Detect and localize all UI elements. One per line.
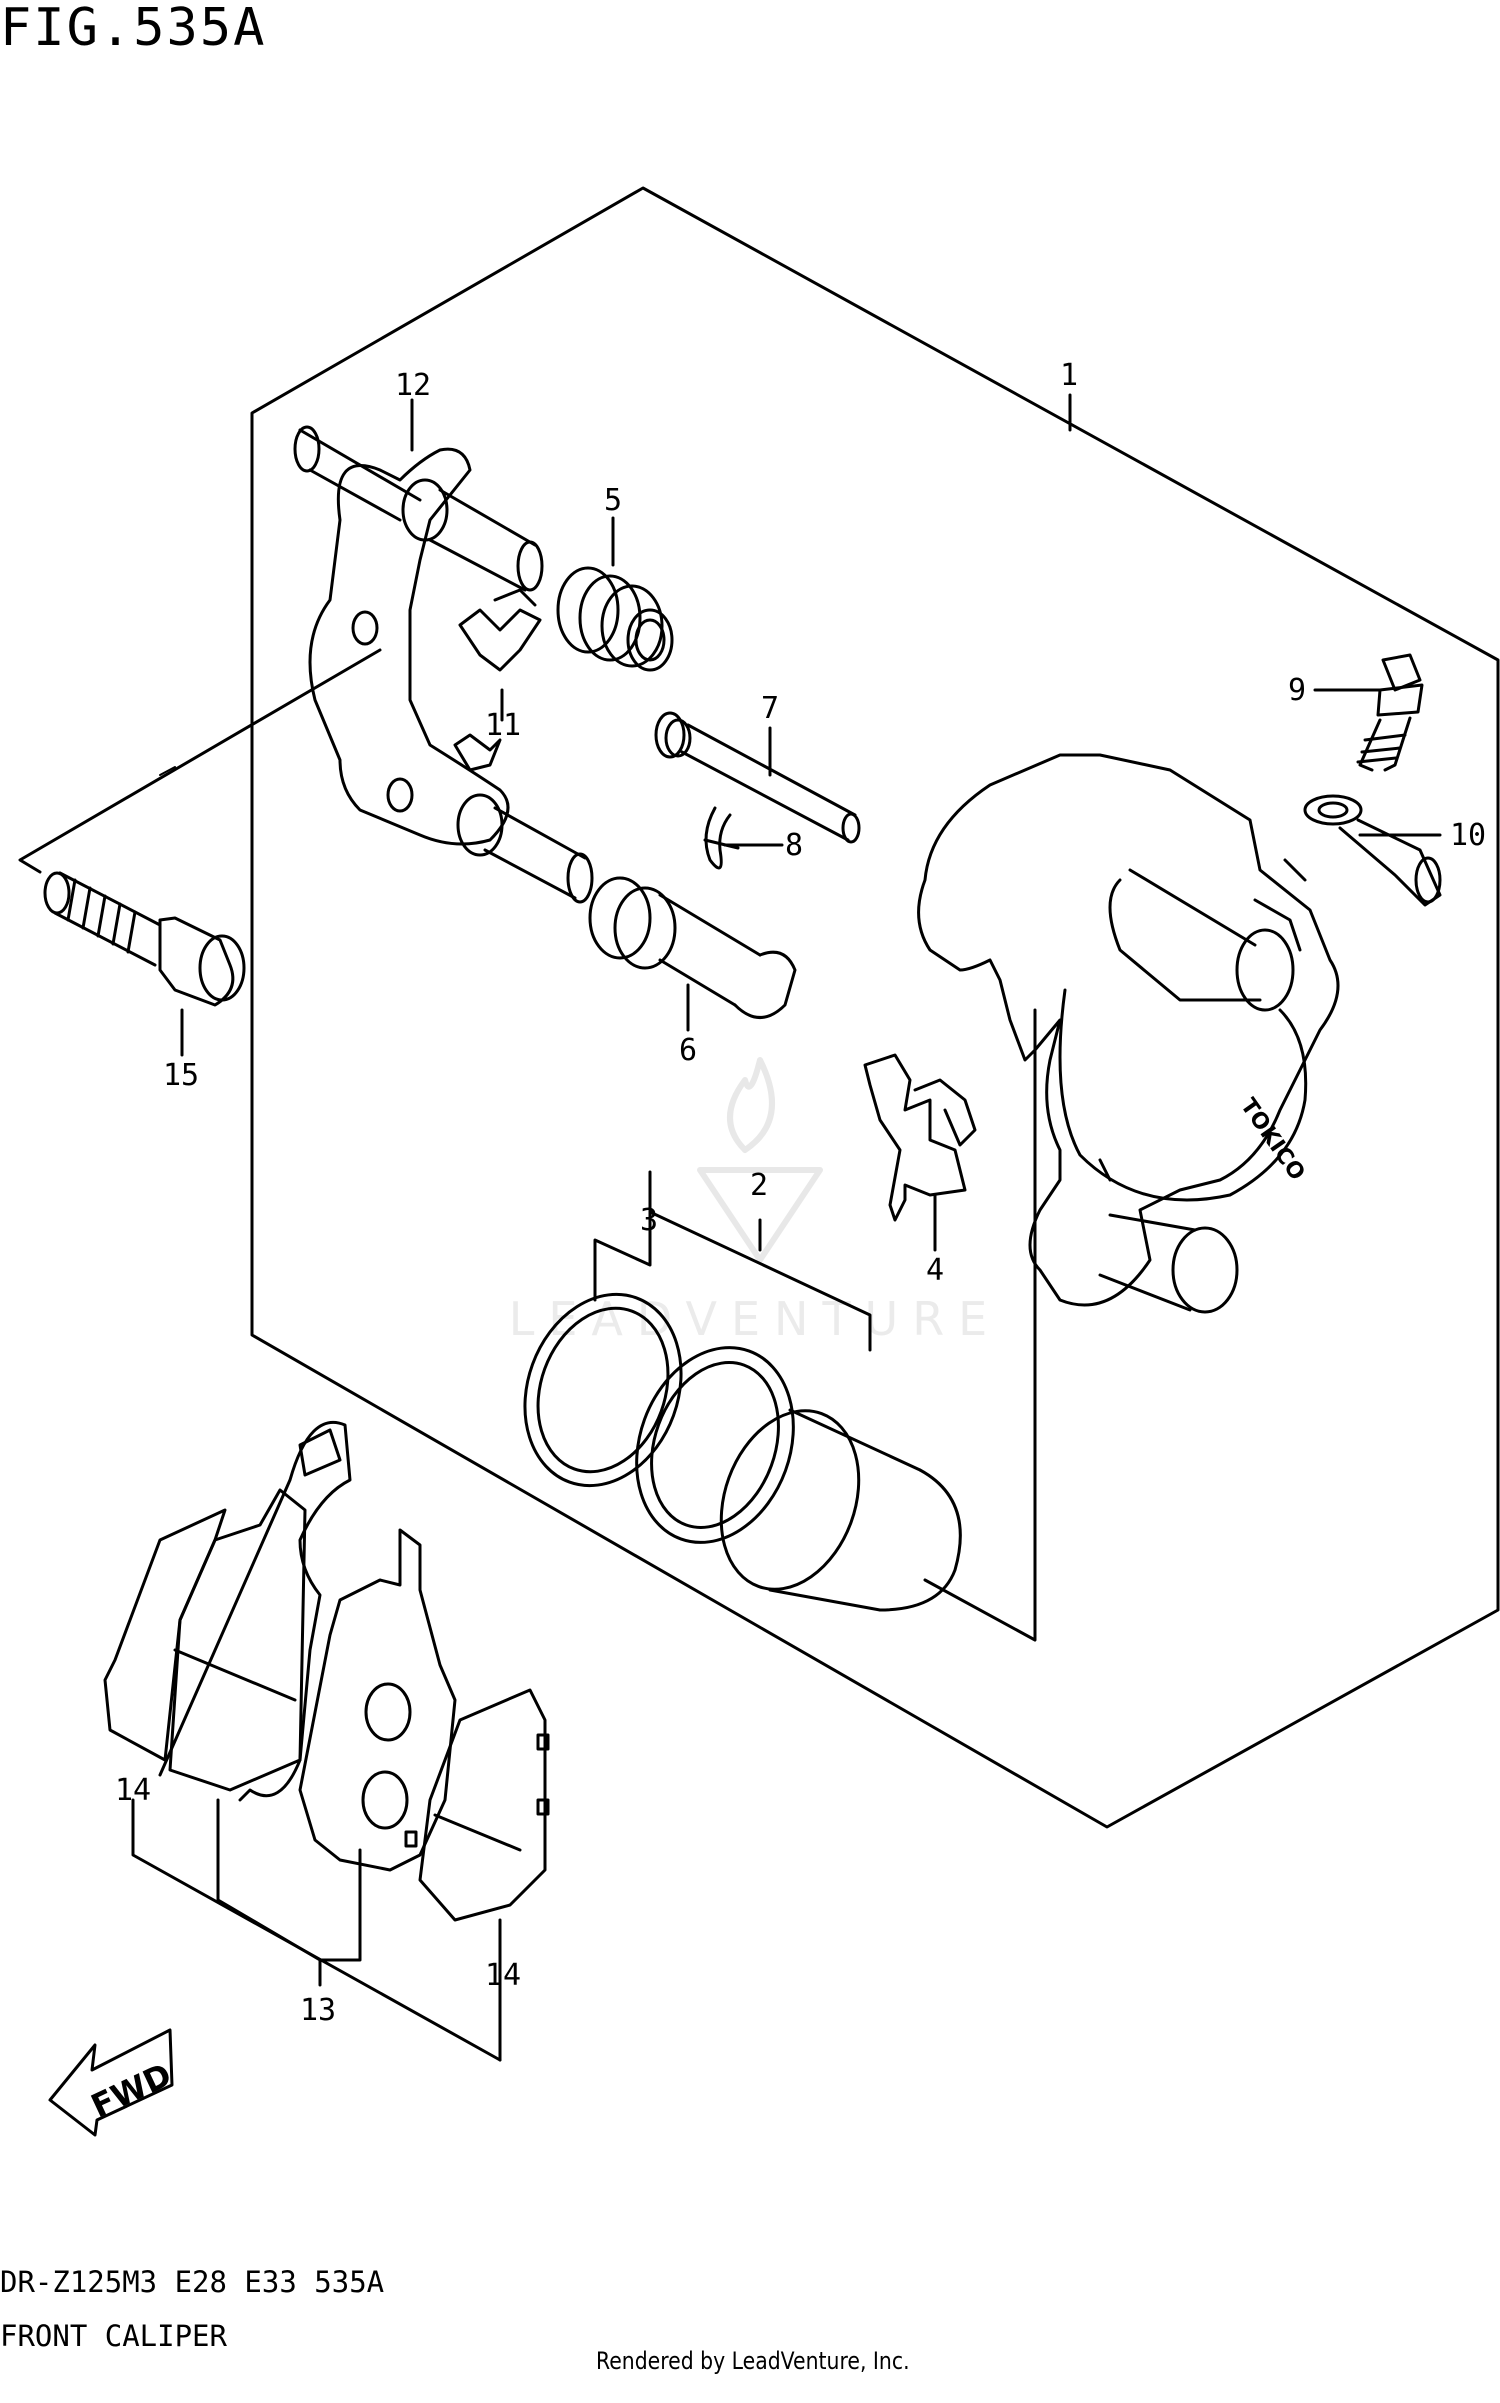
callout-14-right: 14	[485, 1958, 521, 1993]
callout-15: 15	[163, 1058, 199, 1093]
piston-seal-part-2	[635, 1346, 795, 1544]
callout-2: 2	[750, 1168, 768, 1203]
leader-3	[593, 1210, 652, 1302]
callout-12: 12	[395, 368, 431, 403]
callout-3: 3	[640, 1203, 658, 1238]
callout-5: 5	[604, 483, 622, 518]
pad-spring-part-11	[453, 588, 542, 772]
piston	[719, 1408, 962, 1612]
callout-10: 10	[1450, 818, 1486, 853]
callout-11: 11	[485, 708, 521, 743]
fwd-arrow-icon	[48, 2028, 174, 2137]
leadventure-watermark	[697, 1057, 823, 1263]
leader-13	[216, 1798, 322, 1987]
callout-13: 13	[300, 1993, 336, 2028]
bleeder-cap-part-10	[1303, 794, 1442, 907]
dust-seal-part-3	[523, 1292, 683, 1488]
callout-1: 1	[1060, 358, 1078, 393]
callout-14-left: 14	[115, 1773, 151, 1808]
callout-labels: 1 2 3 4 5 6 7 8 9 10 11 12 13 14 14 15	[115, 358, 1486, 2028]
leader-piston-box	[923, 1008, 1037, 1642]
rendered-by-credit: Rendered by LeadVenture, Inc.	[596, 2347, 910, 2375]
bleeder-valve-part-9	[1356, 653, 1424, 772]
pad-clip-part-4	[863, 1053, 977, 1222]
callout-6: 6	[679, 1033, 697, 1068]
brake-pad-part-13	[103, 1420, 550, 1922]
figure-title: FIG.535A	[0, 0, 267, 58]
callout-9: 9	[1288, 673, 1306, 708]
bolt-part-7	[654, 711, 861, 844]
pin-part-6	[588, 876, 797, 1019]
figure-caption: FRONT CALIPER	[0, 2319, 227, 2353]
callout-8: 8	[785, 828, 803, 863]
leader-2	[648, 1170, 872, 1352]
boot-part-5	[556, 566, 674, 672]
model-code-line: DR-Z125M3 E28 E33 535A	[0, 2265, 385, 2299]
leader-14a	[131, 1798, 502, 2062]
assembly-outline	[250, 186, 1500, 1829]
clip-part-8	[703, 806, 740, 870]
caliper-body-part-1	[917, 753, 1340, 1314]
caliper-brand-mark: TOKICO	[1235, 1094, 1309, 1185]
caliper-bracket-part-12	[293, 425, 594, 904]
callout-7: 7	[761, 691, 779, 726]
leader-15-box	[18, 648, 382, 874]
bolt-part-15	[43, 871, 246, 1007]
callout-4: 4	[926, 1253, 944, 1288]
